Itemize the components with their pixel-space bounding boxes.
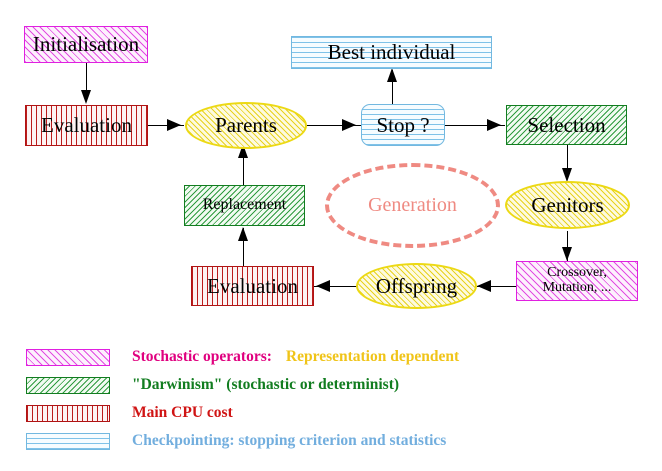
legend-text-main-cpu-cost-primary: Main CPU cost: [132, 404, 233, 421]
edge-initialisation-to-evaluation-arrowhead: [81, 90, 91, 104]
edge-stop-to-selection-line: [445, 125, 505, 126]
node-parents[interactable]: Parents: [185, 102, 307, 149]
legend-row-checkpointing: Checkpointing: stopping criterion and st…: [26, 430, 446, 452]
edge-stop-to-best-individual-arrowhead: [387, 68, 397, 82]
node-genitors-label: Genitors: [531, 192, 604, 217]
edge-replacement-to-parents-arrowhead: [238, 144, 248, 158]
node-stop-label: Stop ?: [376, 112, 430, 137]
edge-replacement-to-parents-line: [243, 145, 244, 185]
node-best-individual-label: Best individual: [327, 40, 456, 65]
node-initialisation[interactable]: Initialisation: [24, 26, 148, 63]
legend-row-darwinism: "Darwinism" (stochastic or determinist): [26, 374, 399, 396]
edge-evaluation-to-parents-line: [148, 125, 184, 126]
edge-selection-to-genitors-line: [567, 145, 568, 179]
edge-stop-to-selection-arrowhead: [487, 119, 501, 131]
node-best-individual[interactable]: Best individual: [291, 36, 492, 69]
legend-swatch-darwinism: [26, 376, 110, 394]
edge-evaluation-to-parents-arrowhead: [167, 119, 181, 131]
node-genitors[interactable]: Genitors: [505, 181, 630, 229]
edge-parents-to-stop-line: [307, 125, 361, 126]
node-offspring[interactable]: Offspring: [356, 263, 477, 309]
node-selection-label: Selection: [527, 112, 606, 137]
edge-genitors-to-crossover-line: [567, 231, 568, 261]
node-crossover-mutation-label: Crossover, Mutation, ...: [542, 265, 612, 295]
node-evaluation-bottom[interactable]: Evaluation: [191, 266, 314, 306]
edge-genitors-to-crossover-arrowhead: [562, 247, 572, 261]
node-stop[interactable]: Stop ?: [361, 104, 445, 146]
node-parents-label: Parents: [215, 113, 277, 138]
node-crossover-mutation[interactable]: Crossover, Mutation, ...: [516, 261, 638, 301]
edge-evaluation-to-replacement-arrowhead: [238, 227, 248, 241]
node-replacement[interactable]: Replacement: [184, 185, 305, 226]
edge-offspring-to-evaluation-line: [314, 286, 358, 287]
edge-offspring-to-evaluation-arrowhead: [316, 280, 330, 292]
edge-crossover-to-offspring-line: [477, 286, 517, 287]
edge-stop-to-best-individual-line: [392, 70, 393, 106]
edge-initialisation-to-evaluation-line: [86, 62, 87, 92]
generation-label: Generation: [368, 194, 457, 216]
edge-crossover-to-offspring-arrowhead: [477, 280, 491, 292]
legend-row-stochastic-operators: Stochastic operators: Representation depe…: [26, 346, 459, 368]
node-evaluation-top-label: Evaluation: [41, 113, 132, 138]
legend-text-stochastic-operators: Stochastic operators: Representation depe…: [132, 348, 459, 366]
node-evaluation-top[interactable]: Evaluation: [25, 105, 148, 146]
legend-text-darwinism-primary: "Darwinism" (stochastic or determinist): [132, 376, 400, 393]
legend-text-representation-dependent: Representation dependent: [285, 348, 460, 365]
legend-swatch-stochastic-operators: [26, 348, 110, 366]
edge-parents-to-stop-arrowhead: [342, 119, 356, 131]
node-evaluation-bottom-label: Evaluation: [207, 273, 298, 298]
node-offspring-label: Offspring: [375, 273, 458, 298]
generation-cycle-ellipse: Generation: [325, 163, 500, 248]
node-initialisation-label: Initialisation: [32, 32, 140, 57]
legend-text-main-cpu-cost: Main CPU cost: [132, 404, 233, 422]
legend-swatch-main-cpu-cost: [26, 404, 110, 422]
edge-selection-to-genitors-arrowhead: [562, 168, 572, 182]
legend-swatch-checkpointing: [26, 432, 110, 450]
edge-evaluation-to-replacement-line: [243, 228, 244, 266]
node-selection[interactable]: Selection: [506, 105, 627, 145]
legend-text-checkpointing-primary: Checkpointing: stopping criterion and st…: [132, 432, 447, 449]
legend-text-stochastic-operators-primary: Stochastic operators:: [132, 348, 272, 365]
node-replacement-label: Replacement: [202, 196, 287, 214]
legend-text-darwinism: "Darwinism" (stochastic or determinist): [132, 376, 399, 394]
legend-row-main-cpu-cost: Main CPU cost: [26, 402, 233, 424]
legend-text-checkpointing: Checkpointing: stopping criterion and st…: [132, 432, 446, 450]
